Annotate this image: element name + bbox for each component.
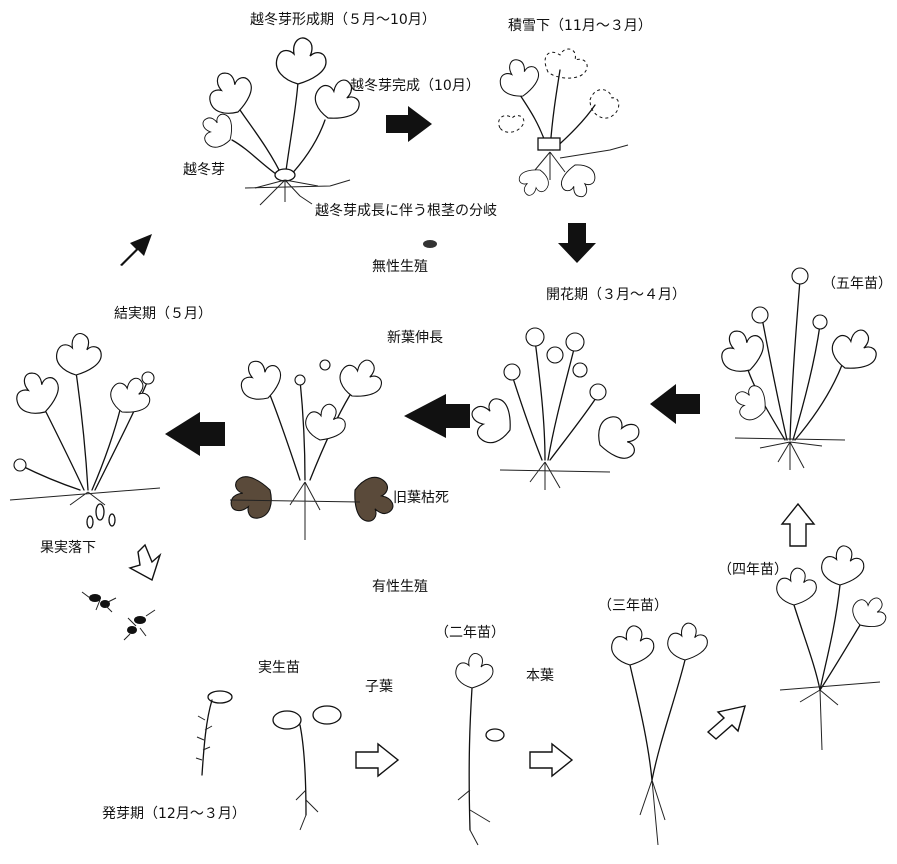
flower-icon	[792, 268, 808, 284]
label-seedling: 実生苗	[258, 660, 300, 676]
label-old-leaf-death: 旧葉枯死	[393, 490, 449, 506]
arrow-fruit-drop	[130, 545, 160, 580]
cotyledon-seedling	[273, 706, 341, 830]
ant-icon	[82, 592, 155, 640]
label-under-snow: 積雪下（11月～３月）	[508, 18, 652, 34]
arrow-hollow-diag	[708, 706, 745, 739]
label-germination-period: 発芽期（12月～３月）	[102, 806, 246, 822]
label-fruit-drop: 果実落下	[40, 540, 96, 556]
label-fruiting-period: 結実期（５月）	[114, 306, 212, 322]
arrow-hollow-right-2	[530, 744, 572, 776]
arrow-hollow-right-1	[356, 744, 398, 776]
bud-mark	[538, 138, 560, 150]
arrow-left-right	[650, 384, 700, 424]
arrow-right-top	[386, 106, 432, 142]
flowering-plant	[464, 328, 648, 490]
label-winter-bud-complete: 越冬芽完成（10月）	[350, 78, 480, 94]
label-winter-bud-formation: 越冬芽形成期（５月～10月）	[250, 12, 436, 28]
label-cotyledon: 子葉	[365, 679, 393, 695]
five-year-plant	[712, 268, 882, 470]
label-rhizome-branching: 越冬芽成長に伴う根茎の分岐	[315, 203, 497, 219]
winter-bud-mark	[275, 169, 295, 181]
label-flowering-period: 開花期（３月～４月）	[546, 287, 686, 303]
label-true-leaf: 本葉	[526, 668, 554, 684]
label-winter-bud: 越冬芽	[183, 162, 225, 178]
label-five-year-seedling: （五年苗）	[822, 276, 892, 292]
new-leaf-plant	[222, 352, 401, 540]
arrow-down	[558, 223, 596, 263]
asexual-blob-icon	[423, 240, 437, 248]
winter-bud-plant	[195, 38, 366, 205]
label-asexual-reproduction: 無性生殖	[372, 259, 428, 275]
label-three-year-seedling: （三年苗）	[598, 598, 668, 614]
four-year-seedling	[777, 546, 893, 750]
two-year-seedling	[456, 653, 504, 845]
label-sexual-reproduction: 有性生殖	[372, 579, 428, 595]
arrow-up-right	[120, 234, 152, 266]
under-snow-plant	[494, 49, 628, 202]
arrow-hollow-up	[782, 504, 814, 546]
germinating-seed	[196, 691, 232, 775]
label-two-year-seedling: （二年苗）	[435, 625, 505, 641]
arrow-left-middle	[404, 394, 470, 438]
label-four-year-seedling: （四年苗）	[718, 562, 788, 578]
three-year-seedling	[612, 623, 708, 845]
label-new-leaf-growth: 新葉伸長	[387, 330, 443, 346]
fruiting-plant	[7, 334, 160, 528]
arrow-left-left	[165, 412, 225, 456]
